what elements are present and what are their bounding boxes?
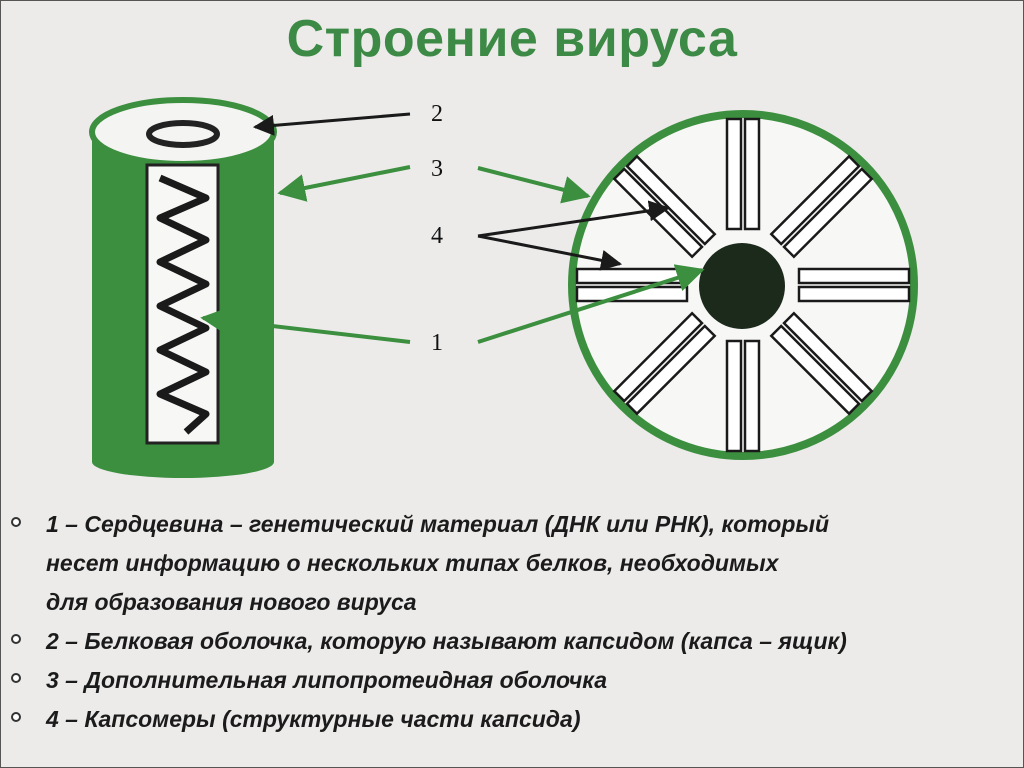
capsomere-bar — [743, 339, 761, 453]
label-2: 2 — [431, 101, 443, 127]
capsomere — [725, 117, 761, 231]
legend-item-4: 4 – Капсомеры (структурные части капсида… — [0, 700, 1006, 739]
capsomere-group — [575, 117, 911, 453]
slide-title: Строение вируса — [286, 10, 738, 68]
capsomere — [769, 311, 874, 416]
capsomere-bar — [725, 339, 743, 453]
arrow-3-right — [477, 166, 591, 204]
nucleic-acid-helix — [156, 174, 210, 435]
capsomere-bar — [612, 311, 704, 403]
legend-list: 1 – Сердцевина – генетический материал (… — [0, 505, 1006, 739]
legend-item-1-line-2: несет информацию о нескольких типах белк… — [46, 550, 779, 576]
legend-item-1-line-1: 1 – Сердцевина – генетический материал (… — [46, 511, 830, 537]
legend-item-2-text: 2 – Белковая оболочка, которую называют … — [46, 628, 847, 654]
legend-item-3: 3 – Дополнительная липопротеидная оболоч… — [0, 661, 1006, 700]
capsomere — [725, 339, 761, 453]
arrow-1-right — [477, 264, 705, 344]
core-nucleic-acid — [699, 243, 785, 329]
arrow-3-left — [277, 165, 411, 202]
bullet-icon — [11, 517, 21, 527]
capsomere-bar — [797, 267, 911, 285]
capsomere-bar — [769, 154, 861, 246]
capsomere-bar — [782, 311, 874, 403]
capsomere — [797, 267, 911, 303]
cylinder-top-capsid — [89, 97, 277, 167]
capsomere-bar — [725, 117, 743, 231]
label-4: 4 — [431, 223, 443, 249]
arrow-2 — [252, 112, 411, 136]
capsomere-bar — [743, 117, 761, 231]
capsomere — [769, 154, 874, 259]
virus-cross-section — [568, 110, 918, 460]
bullet-icon — [11, 673, 21, 683]
legend-item-3-text: 3 – Дополнительная липопротеидная оболоч… — [46, 667, 607, 693]
capsomere — [612, 311, 717, 416]
capsomere-bar — [625, 324, 717, 416]
arrow-1-left — [200, 306, 411, 344]
cylinder-top-core — [146, 120, 220, 148]
cylinder-bottom — [92, 446, 274, 478]
legend-item-2: 2 – Белковая оболочка, которую называют … — [0, 622, 1006, 661]
bullet-icon — [11, 634, 21, 644]
capsomere-bar — [769, 324, 861, 416]
virus-cylinder — [89, 97, 277, 478]
capsomere-bar — [797, 285, 911, 303]
legend-item-1-line-3: для образования нового вируса — [46, 589, 417, 615]
label-arrows — [200, 112, 705, 344]
arrow-4-upper — [477, 200, 671, 238]
capsomere-bar — [782, 167, 874, 259]
arrow-4-lower — [477, 234, 623, 271]
legend-item-1: 1 – Сердцевина – генетический материал (… — [0, 505, 1006, 622]
legend-item-4-text: 4 – Капсомеры (структурные части капсида… — [46, 706, 581, 732]
label-1: 1 — [431, 330, 443, 356]
label-3: 3 — [431, 156, 443, 182]
bullet-icon — [11, 712, 21, 722]
